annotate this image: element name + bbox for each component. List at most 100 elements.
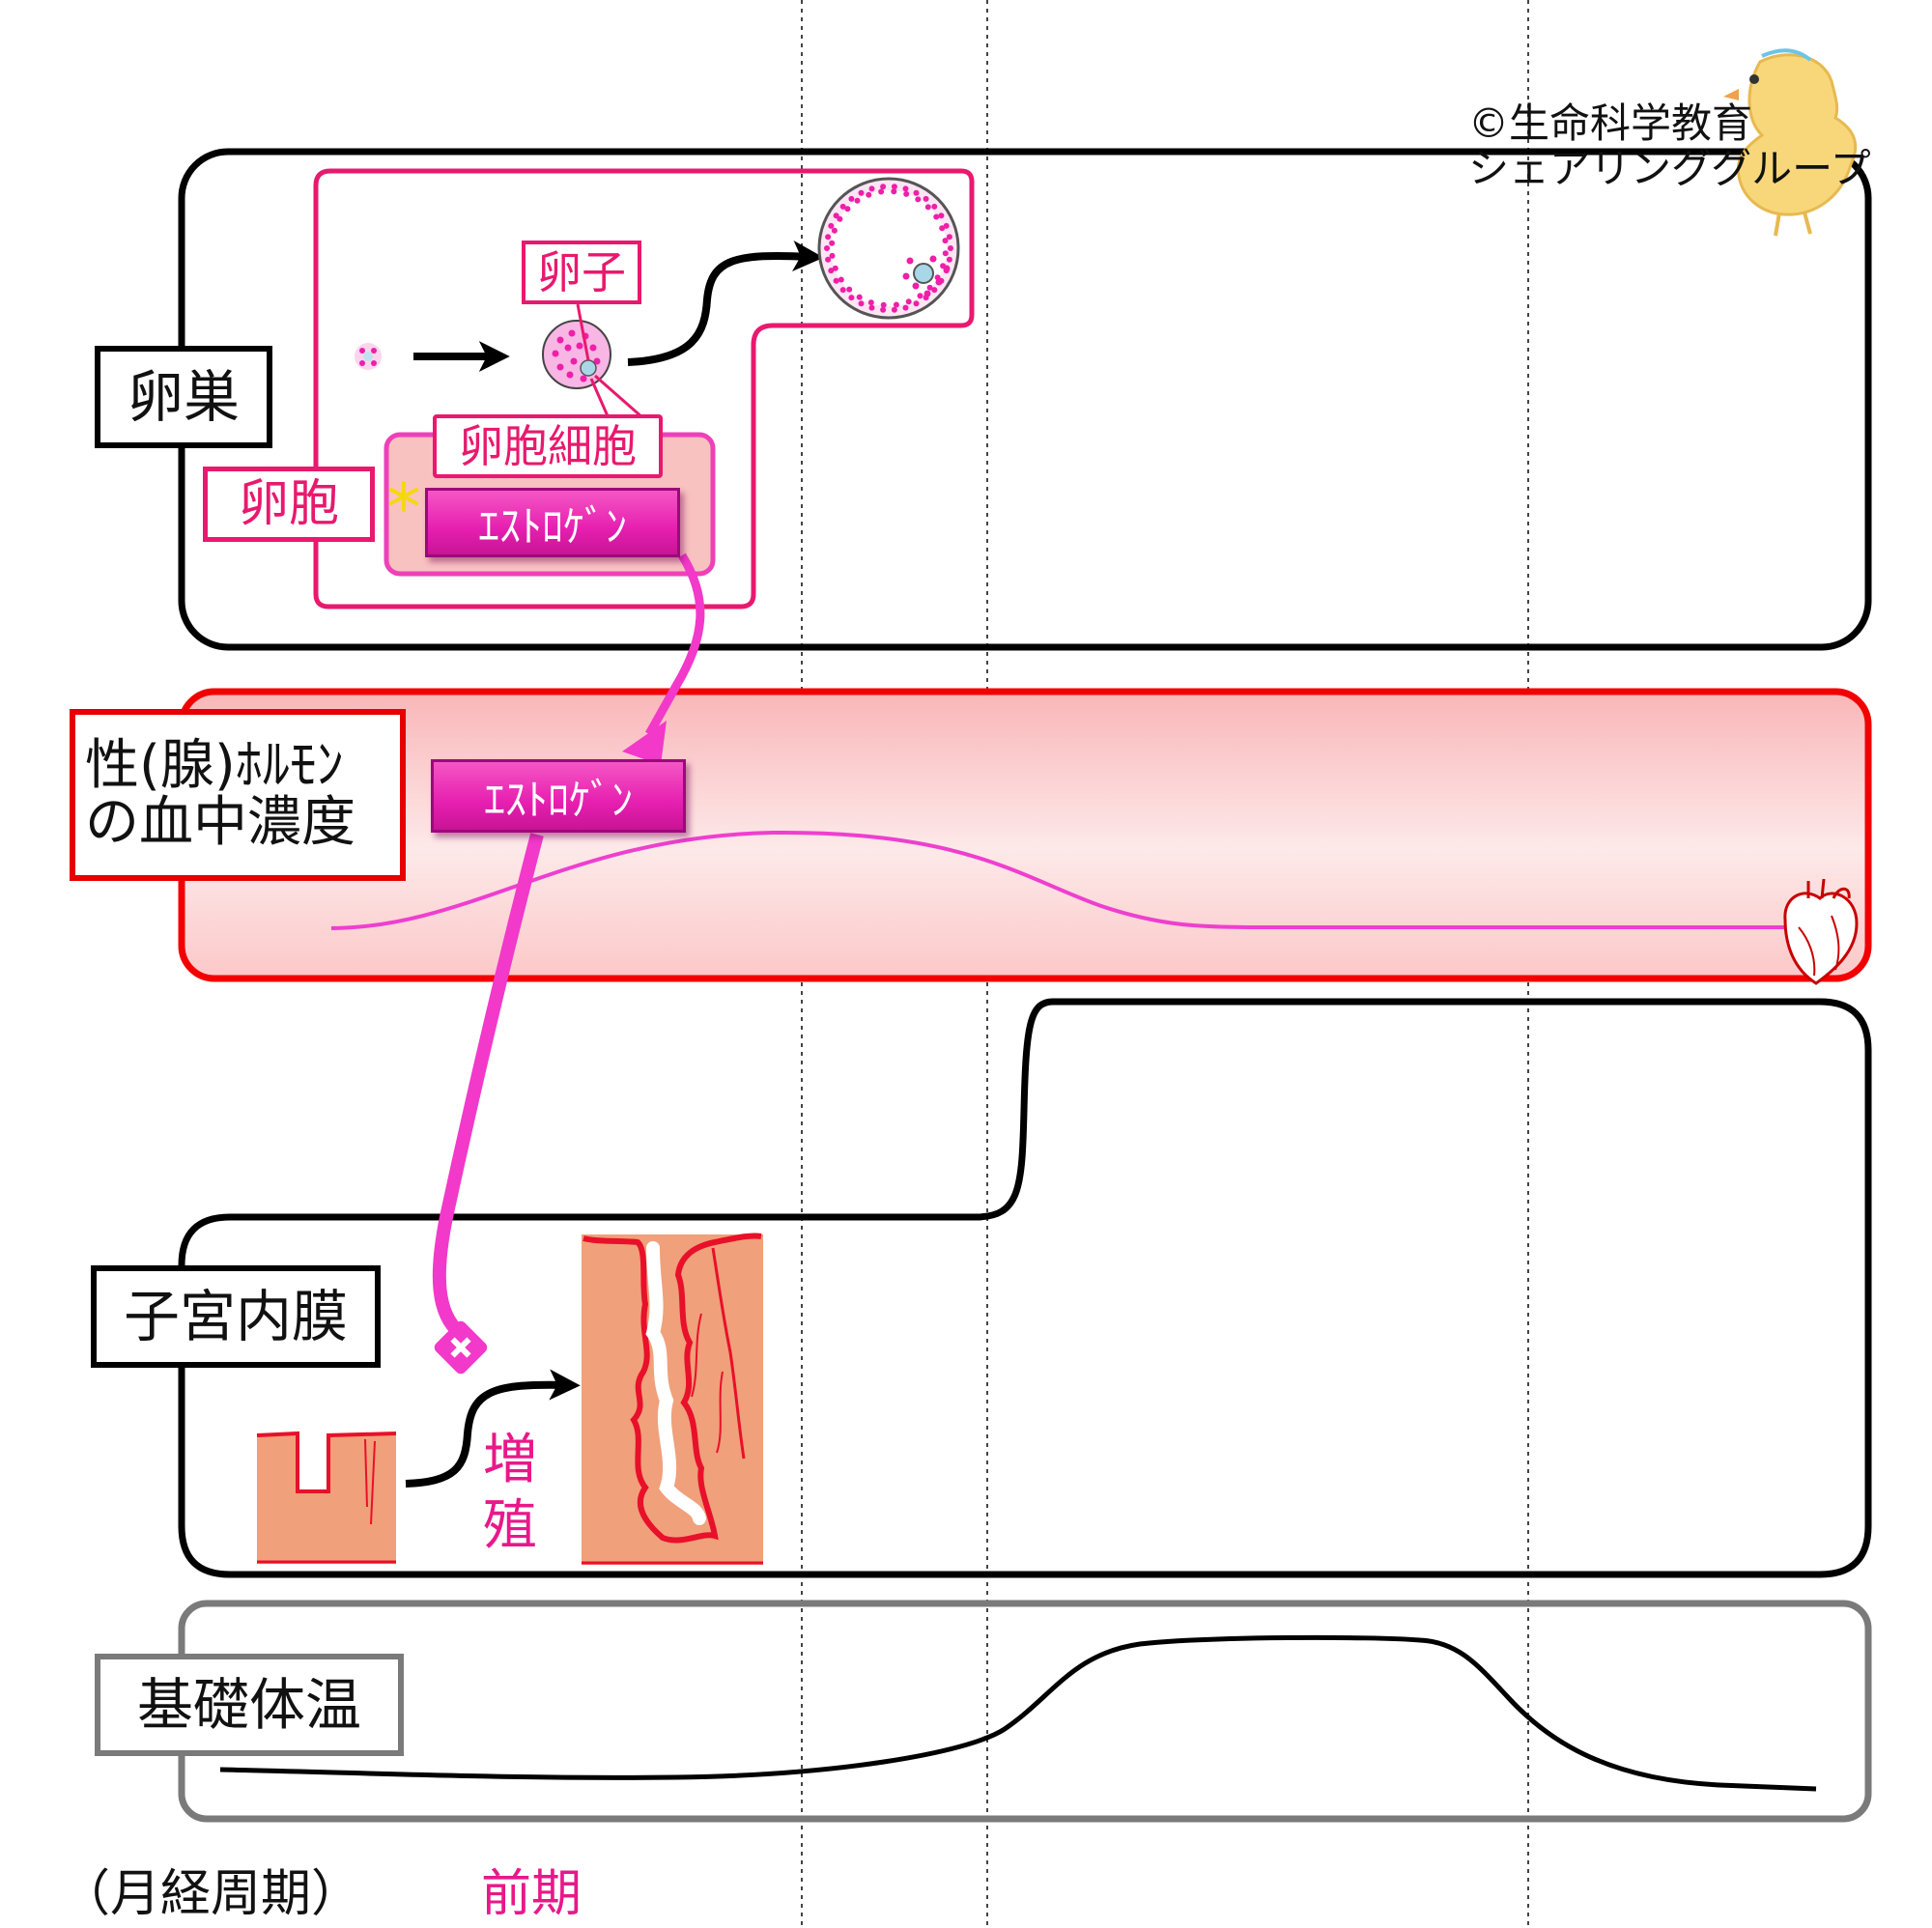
granulosa-dot	[913, 189, 920, 196]
maturation-arrow	[627, 241, 824, 366]
primordial-follicle	[355, 343, 382, 370]
granulosa-dot	[902, 304, 909, 311]
granulosa-dot	[946, 256, 952, 263]
granulosa-dot	[848, 295, 855, 301]
egg-callout-line	[576, 303, 590, 361]
granulosa-dot	[831, 227, 838, 234]
granulosa-dot	[825, 256, 832, 263]
granulosa-dot	[942, 250, 949, 257]
hormone-label-line2: の血中濃度	[85, 791, 355, 854]
granulosa-dot	[891, 184, 897, 190]
basal-temp-curve	[219, 1634, 1817, 1792]
hormone-label-line1: 性(腺)ﾎﾙﾓﾝ	[85, 734, 344, 798]
granulosa-dot	[902, 185, 909, 192]
granulosa-dot	[848, 195, 855, 202]
credit-line-1: ©生命科学教育	[1468, 99, 1753, 147]
mature-follicle	[817, 177, 960, 320]
granulosa-dot	[933, 213, 940, 220]
granulosa-dot	[866, 191, 872, 198]
granulosa-dot	[893, 301, 899, 308]
granulosa-dot	[946, 234, 952, 241]
granulosa-dot	[943, 222, 950, 229]
estrogen-level-curve	[330, 830, 1787, 930]
granulosa-dot	[926, 284, 933, 291]
granulosa-dot	[948, 245, 953, 251]
granulosa-dot	[858, 189, 865, 196]
proliferation-char-2: 殖	[483, 1494, 537, 1558]
cumulus-dot	[943, 265, 951, 272]
granulosa-dot	[854, 197, 861, 204]
granulosa-dot	[942, 238, 949, 244]
granulosa-dot	[867, 299, 874, 306]
granulosa-dot	[833, 277, 839, 284]
granulosa-dot	[880, 306, 887, 313]
cumulus-dot	[912, 282, 920, 290]
credit-line-2: シェアリンググループ	[1468, 145, 1871, 193]
granulosa-dot	[868, 185, 875, 192]
phase-label: 前期	[481, 1865, 582, 1923]
growing-follicle	[542, 320, 611, 389]
cumulus-dot	[929, 255, 937, 263]
estrogen-release-arrowhead	[622, 721, 667, 765]
granulosa-dot	[924, 204, 931, 211]
oocyte	[580, 359, 597, 377]
granulosa-dot	[828, 268, 835, 274]
cumulus-dot	[906, 257, 914, 265]
granulosa-dot	[913, 300, 920, 307]
follicle-cell-label: 卵胞細胞	[433, 414, 663, 478]
granulosa-dot	[829, 240, 836, 246]
cumulus-dot	[902, 272, 910, 280]
granulosa-dot	[837, 215, 843, 222]
granulosa-dot	[891, 306, 897, 313]
hormone-label: 性(腺)ﾎﾙﾓﾝ の血中濃度	[70, 709, 406, 881]
granulosa-dot	[923, 195, 929, 202]
uterus-label: 子宮内膜	[91, 1265, 381, 1368]
thick-endometrium	[582, 1233, 763, 1565]
cell-callout-line	[589, 374, 644, 420]
granulosa-dot	[825, 234, 832, 241]
granulosa-dot	[938, 213, 945, 219]
egg-label: 卵子	[522, 241, 641, 304]
granulosa-dot	[824, 245, 830, 251]
plus-icon	[434, 1320, 488, 1375]
follicle-frame	[313, 168, 975, 610]
heart-icon	[1783, 878, 1859, 985]
granulosa-dot	[917, 293, 923, 299]
granulosa-dot	[828, 222, 835, 229]
granulosa-dot	[903, 190, 910, 197]
granulosa-dot	[880, 301, 887, 308]
asterisk-icon	[389, 481, 418, 512]
granulosa-dot	[856, 294, 863, 300]
granulosa-dot	[880, 184, 887, 190]
granulosa-dot	[868, 304, 875, 311]
granulosa-dot	[905, 298, 912, 305]
proliferation-label: 増 殖	[483, 1428, 537, 1560]
granulosa-dot	[931, 203, 938, 210]
proliferation-arrow	[405, 1369, 581, 1488]
granulosa-dot	[844, 206, 851, 213]
granulosa-dot	[829, 252, 836, 259]
granulosa-dot	[838, 276, 844, 283]
granulosa-dot	[832, 265, 838, 271]
follicle-label: 卵胞	[203, 467, 375, 542]
granulosa-dot	[939, 225, 946, 232]
granulosa-dot	[846, 286, 853, 293]
granulosa-dot	[931, 287, 938, 294]
granulosa-dot	[915, 196, 922, 203]
thin-endometrium	[256, 1431, 397, 1564]
estrogen-blood-chip: ｴｽﾄﾛｹﾞﾝ	[431, 759, 686, 833]
cumulus-dot	[923, 290, 931, 298]
ovary-label: 卵巣	[95, 346, 272, 448]
granulosa-dot	[858, 300, 865, 307]
granulosa-dot	[839, 203, 846, 210]
uterus-panel	[178, 998, 1872, 1578]
cumulus-dot	[935, 278, 943, 286]
granulosa-dot	[839, 287, 846, 294]
chick-illustration	[1723, 48, 1858, 237]
mature-oocyte	[913, 263, 934, 284]
granulosa-dot	[891, 188, 897, 195]
estrogen-release-arrow	[645, 553, 705, 737]
hormone-panel	[178, 688, 1872, 982]
cycle-label: （月経周期）	[60, 1865, 362, 1923]
